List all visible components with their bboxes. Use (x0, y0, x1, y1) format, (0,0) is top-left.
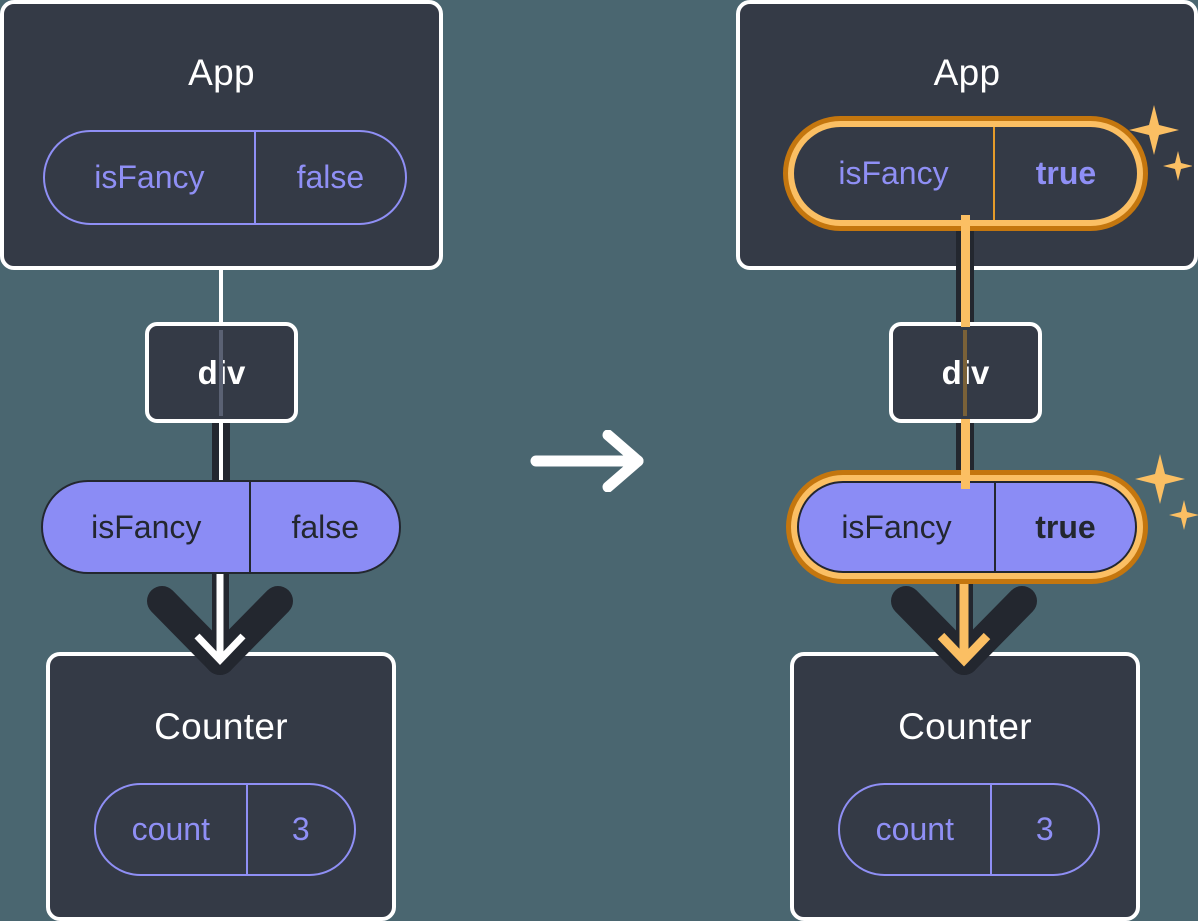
component-box-app-before: App isFancy false (0, 0, 443, 270)
sparkle-group-app-after (1128, 103, 1192, 187)
connector-through-div-before (219, 330, 223, 416)
state-pill-isfancy-app-before: isFancy false (43, 130, 407, 225)
sparkle-icon (1135, 454, 1198, 530)
connector-through-div-after (963, 330, 967, 416)
state-pill-key: count (875, 811, 954, 847)
flow-arrow-after (884, 568, 1044, 678)
component-title-counter-before: Counter (154, 706, 288, 747)
prop-pill-key: isFancy (91, 508, 202, 545)
state-pill-value: true (992, 127, 1137, 220)
connector-app-to-div-before (219, 266, 223, 326)
component-box-counter-after: Counter count 3 (790, 652, 1140, 921)
state-pill-key: count (131, 811, 210, 847)
prop-pill-key: isFancy (841, 508, 952, 545)
connector-div-to-prop-inner-before (219, 419, 223, 489)
flow-arrow-before (140, 568, 300, 678)
prop-pill-value: true (993, 483, 1135, 571)
state-pill-count-counter-before: count 3 (94, 783, 356, 876)
component-title-counter-after: Counter (898, 706, 1032, 747)
component-title-app-before: App (188, 52, 255, 93)
prop-pill-isfancy-after-highlight: isFancy true (786, 470, 1148, 584)
arrow-right-icon (530, 429, 644, 493)
connector-highlight-after-bottom (961, 419, 970, 489)
component-title-app-after: App (933, 52, 1001, 93)
prop-pill-value: false (249, 482, 399, 572)
sparkle-group-prop-after (1134, 452, 1198, 536)
state-pill-count-counter-after: count 3 (838, 783, 1100, 876)
state-pill-value: 3 (989, 785, 1098, 874)
sparkle-icon (1129, 105, 1192, 181)
state-pill-value: false (253, 132, 405, 223)
transition-arrow-right (530, 429, 648, 493)
component-box-counter-before: Counter count 3 (46, 652, 396, 921)
state-pill-key: isFancy (94, 159, 205, 195)
connector-highlight-after-top (961, 215, 970, 327)
state-pill-value: 3 (245, 785, 354, 874)
state-pill-key: isFancy (838, 155, 949, 191)
state-pill-isfancy-app-after-highlight: isFancy true (783, 116, 1148, 231)
prop-pill-isfancy-before: isFancy false (41, 480, 401, 574)
